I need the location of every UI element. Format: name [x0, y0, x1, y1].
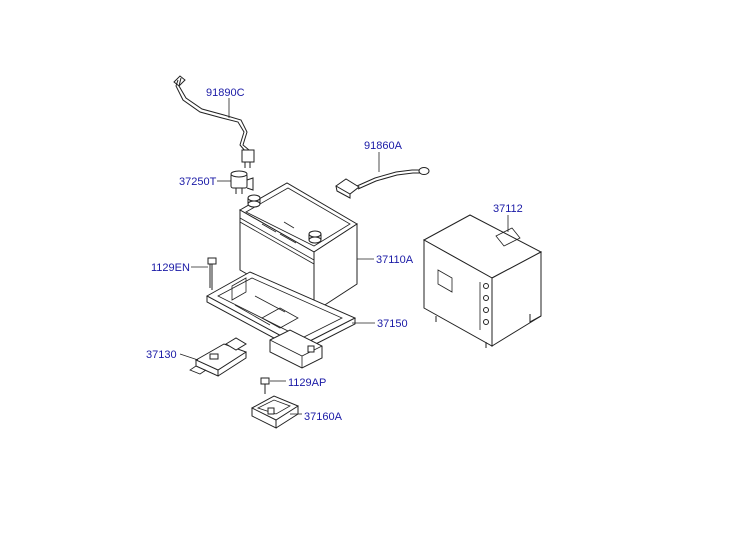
insulation-cover-37112[interactable]: [422, 214, 543, 348]
label-1129en: 1129EN: [151, 262, 190, 274]
label-37250t: 37250T: [179, 176, 217, 188]
label-37130: 37130: [146, 349, 177, 361]
label-37150: 37150: [377, 318, 408, 330]
bracket-37160a[interactable]: [250, 395, 300, 429]
label-91890c: 91890C: [206, 87, 245, 99]
label-37110a: 37110A: [376, 254, 414, 266]
terminal-37250t[interactable]: [230, 170, 254, 194]
bolt-1129ap[interactable]: [260, 377, 270, 394]
battery-37110a[interactable]: [238, 182, 358, 313]
cable-91890c[interactable]: [173, 75, 255, 168]
label-91860a: 91860A: [364, 140, 403, 152]
bracket-37130[interactable]: [189, 337, 248, 377]
label-37160a: 37160A: [304, 411, 343, 423]
label-37112: 37112: [493, 203, 523, 215]
tray-37150[interactable]: [205, 271, 357, 369]
bolt-1129en[interactable]: [207, 257, 217, 290]
label-1129ap: 1129AP: [288, 377, 326, 389]
cable-91860a[interactable]: [335, 167, 430, 199]
